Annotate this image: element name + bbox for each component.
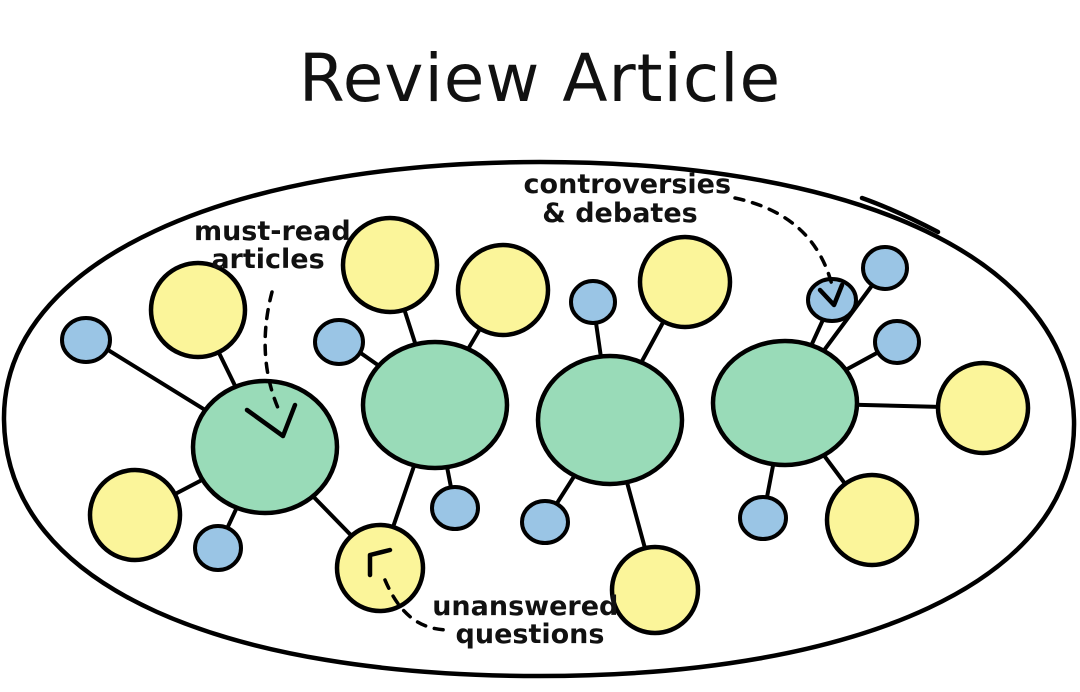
- must-read-label: must-read articles: [194, 216, 360, 275]
- boundary-overlap-stroke: [859, 195, 941, 235]
- hub-node: [360, 339, 510, 471]
- minor-node: [520, 499, 570, 545]
- hub-node: [710, 338, 860, 468]
- minor-node: [569, 279, 617, 325]
- check-mark-icon: [817, 282, 845, 308]
- minor-node: [430, 485, 480, 531]
- unanswered-arrow: [383, 578, 452, 632]
- hub-node: [535, 353, 685, 487]
- article-node: [148, 260, 248, 360]
- minor-node: [60, 316, 112, 364]
- minor-node: [861, 245, 909, 291]
- minor-node: [313, 318, 365, 366]
- article-node: [935, 360, 1031, 456]
- controversies-label: controversies & debates: [524, 169, 741, 229]
- unanswered-question-node: [334, 522, 426, 614]
- minor-nodes: [60, 245, 921, 572]
- unanswered-label: unanswered questions: [432, 591, 628, 650]
- hub-node: [190, 378, 340, 516]
- minor-node: [738, 495, 788, 541]
- review-boundary-ellipse: [1, 159, 1077, 679]
- controversies-arrow: [733, 196, 834, 287]
- article-nodes: [87, 215, 1031, 636]
- article-node: [609, 544, 701, 636]
- must-read-arrow: [263, 290, 280, 410]
- hub-nodes: [190, 338, 860, 516]
- article-node: [340, 215, 440, 315]
- minor-node: [193, 524, 243, 572]
- check-mark-icon: [244, 402, 298, 439]
- article-node: [637, 234, 733, 330]
- caret-mark-icon: [367, 547, 393, 578]
- article-node: [455, 242, 551, 338]
- diagram-title: Review Article: [298, 40, 782, 117]
- minor-node: [873, 319, 921, 365]
- article-node: [824, 472, 920, 568]
- article-node: [87, 467, 183, 563]
